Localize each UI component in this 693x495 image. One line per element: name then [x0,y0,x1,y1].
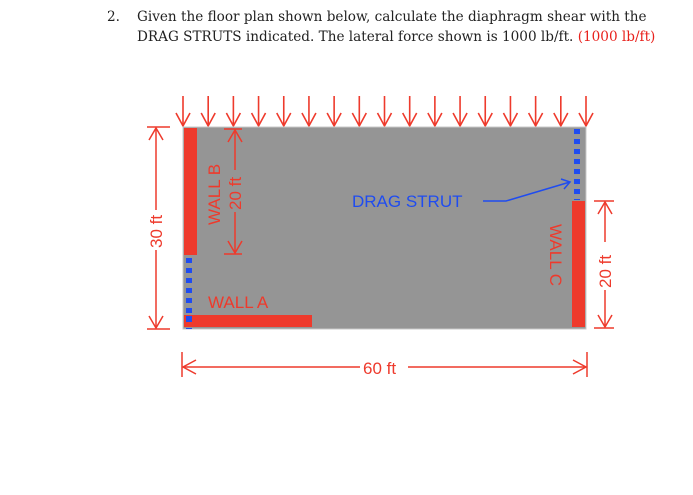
load-arrow-icon [301,96,317,128]
load-arrow-icon [351,96,368,128]
wall-a [184,315,312,327]
drag-strut-left-end [186,316,192,322]
wall-c [572,201,585,327]
wall-b-label: WALL B [205,164,224,225]
load-arrow-icon [276,96,292,128]
dimension-wall-c-label: 20 ft [596,255,615,288]
lateral-load-arrows [175,96,594,128]
answer-text: (1000 lb/ft) [577,29,656,45]
load-arrow-icon [326,96,342,128]
drag-strut-leader [483,181,571,202]
drag-strut-arrowhead-icon [560,178,572,190]
dimension-wall-c-20ft [594,200,614,329]
wall-a-label: WALL A [208,293,269,312]
dimension-60ft-label: 60 ft [363,359,396,378]
load-arrow-icon [175,96,191,128]
diaphragm-slab [182,126,587,330]
problem-text: Given the floor plan shown below, calcul… [137,7,687,47]
load-arrow-icon [578,96,594,128]
load-arrow-icon [527,96,544,128]
dimension-wall-b-label: 20 ft [226,177,245,210]
load-arrow-icon [427,96,443,128]
problem-line-2: DRAG STRUTS indicated. The lateral force… [137,29,574,45]
load-arrow-icon [401,96,418,128]
dimension-wall-b-20ft [224,128,243,255]
drag-strut-label: DRAG STRUT [352,192,463,211]
load-arrow-icon [502,96,519,128]
dimension-30ft-label: 30 ft [147,215,166,248]
load-arrow-icon [477,96,493,128]
load-arrow-icon [376,96,393,128]
wall-b [184,128,197,255]
wall-c-label: WALL C [546,224,565,286]
load-arrow-icon [200,96,216,128]
load-arrow-icon [553,96,569,128]
problem-statement: 2. Given the floor plan shown below, cal… [107,7,687,47]
problem-line-1: Given the floor plan shown below, calcul… [137,9,647,25]
load-arrow-icon [225,96,242,128]
dimension-30ft [147,126,170,330]
problem-number: 2. [107,9,120,25]
dimension-60ft [181,352,588,377]
load-arrow-icon [452,96,468,128]
load-arrow-icon [250,96,267,128]
